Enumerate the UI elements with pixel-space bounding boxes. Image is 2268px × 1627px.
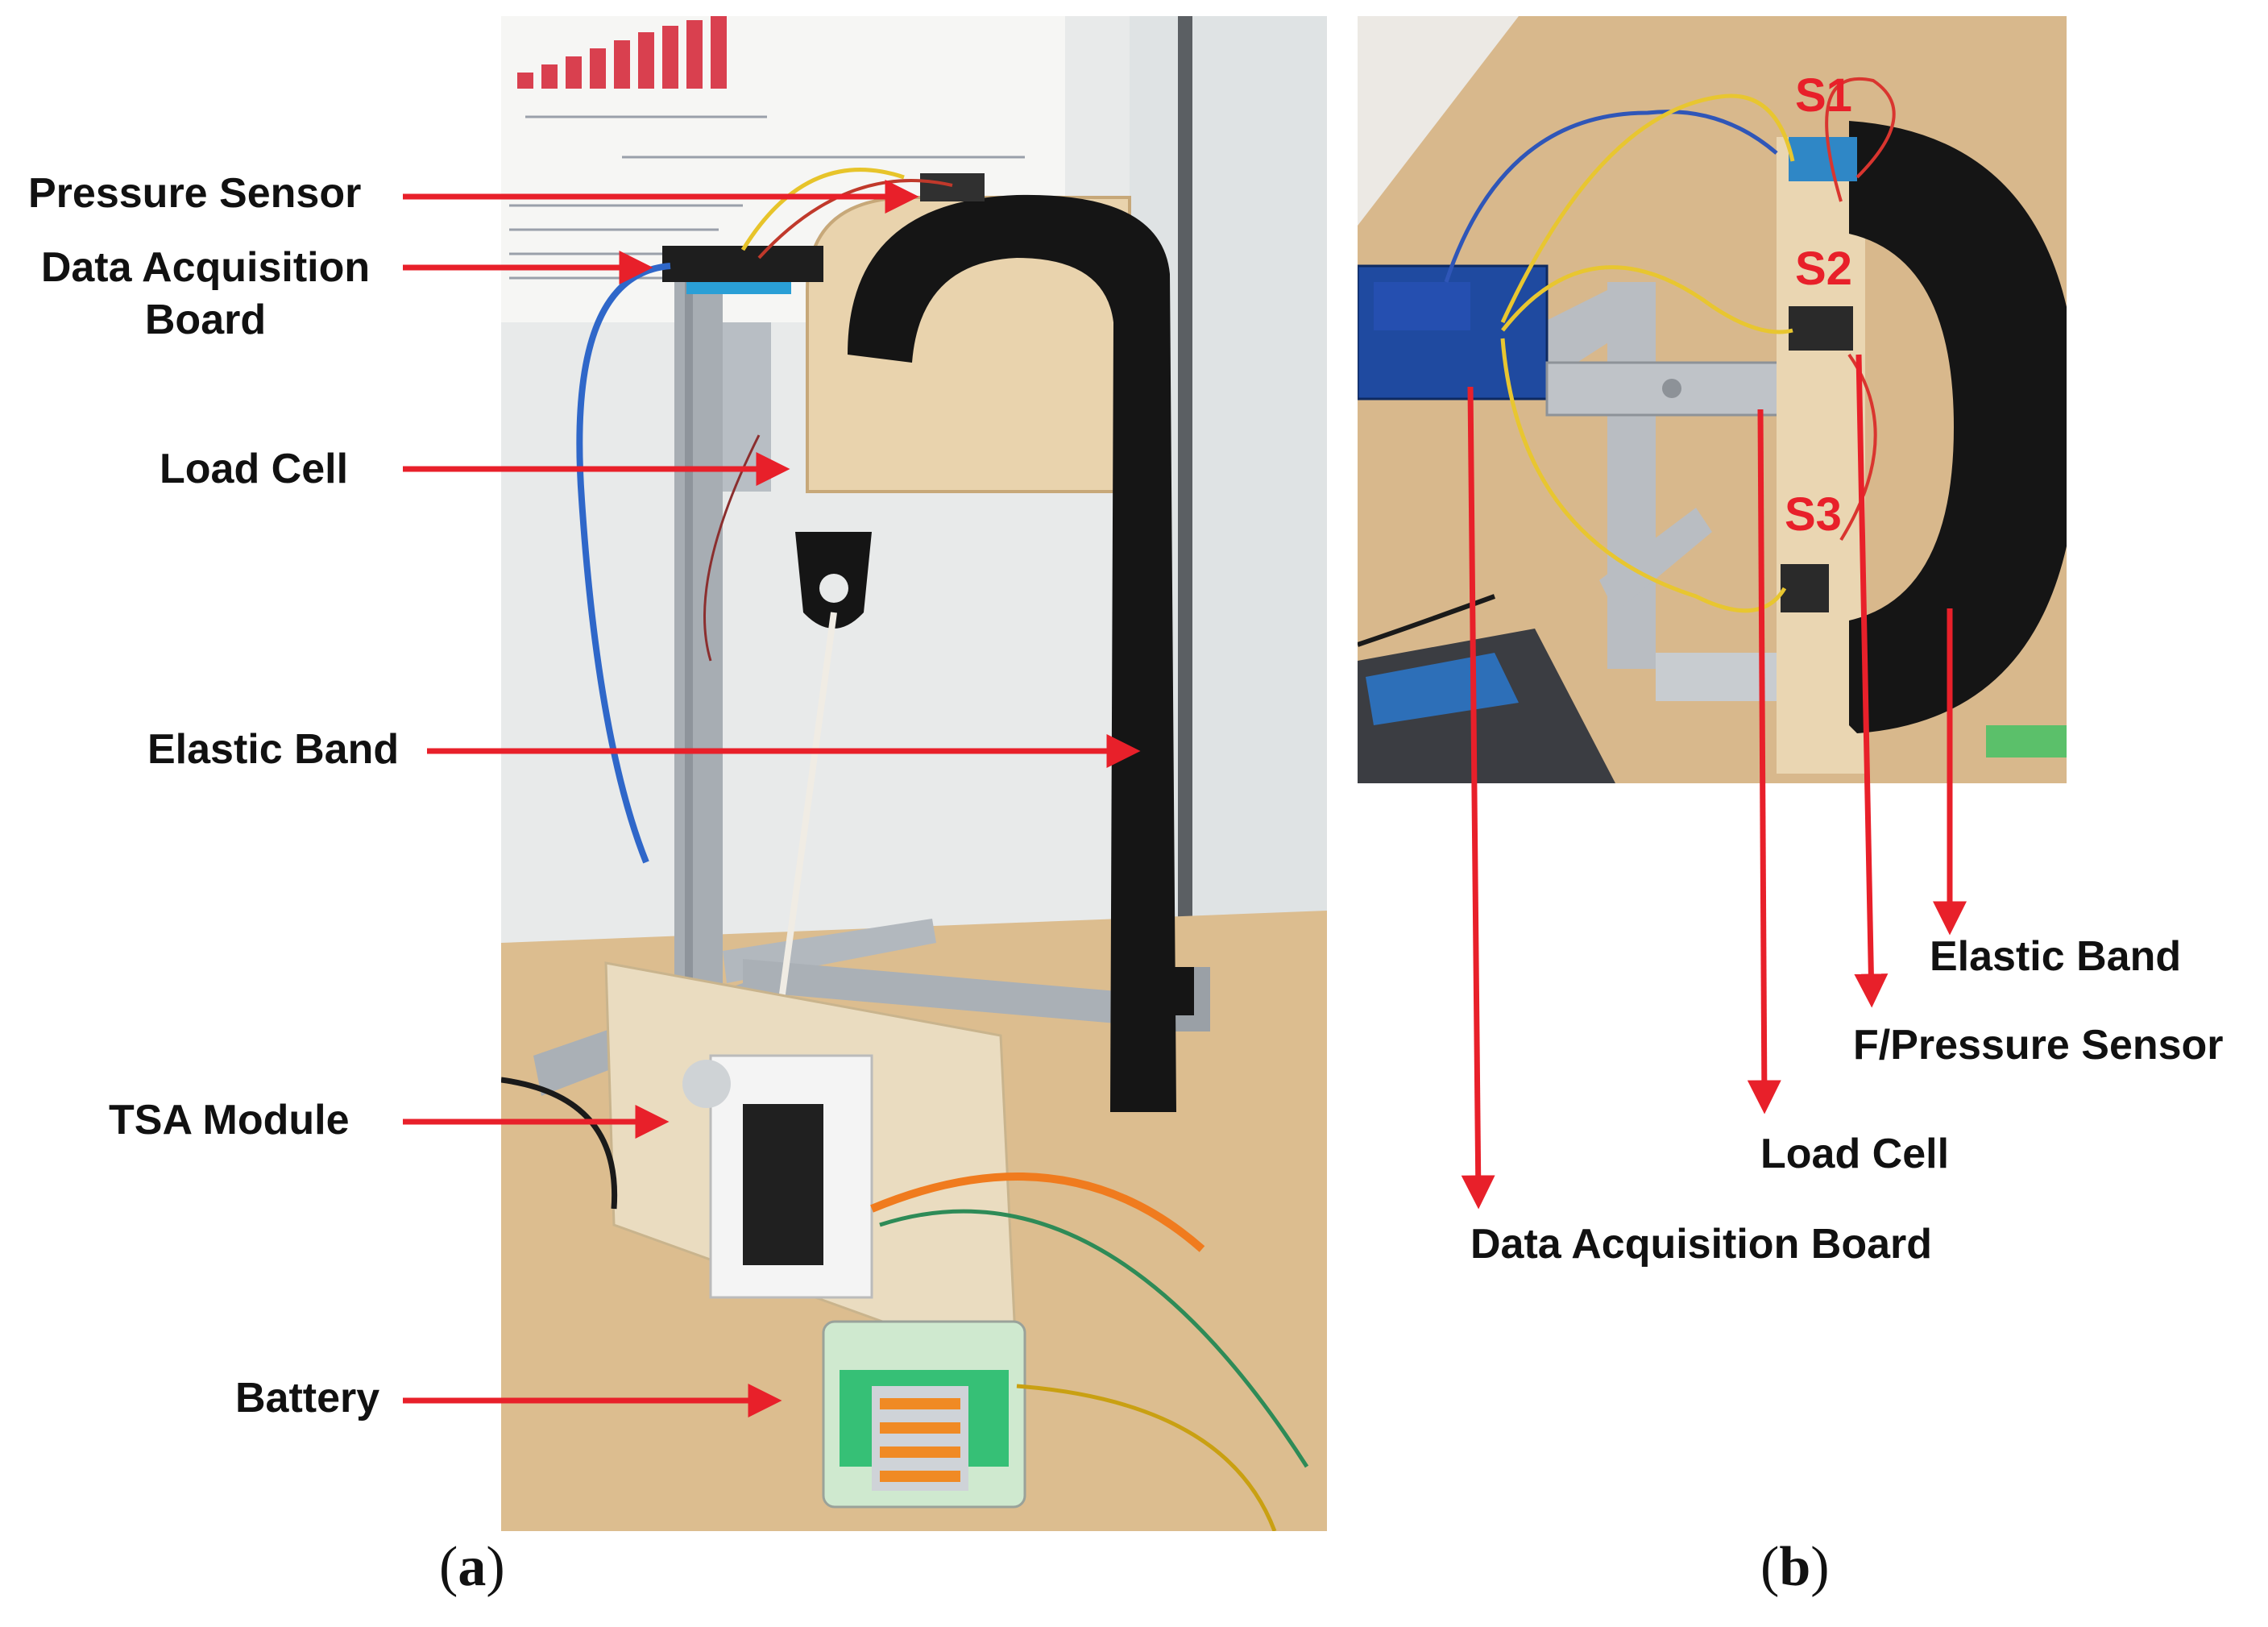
vertical-profile bbox=[674, 274, 723, 999]
label-b-f-pressure-sensor: F/Pressure Sensor bbox=[1853, 1022, 2224, 1069]
data-acquisition-board bbox=[662, 246, 823, 282]
caption-b-open: ( bbox=[1760, 1536, 1780, 1598]
sensor-s2 bbox=[1789, 306, 1853, 351]
base-profile-front bbox=[743, 959, 1210, 1031]
elastic-band bbox=[1849, 121, 2067, 733]
floor-corner bbox=[1358, 16, 1519, 226]
photo-b-test-rig-top-view: S1 S2 S3 bbox=[1358, 16, 2067, 783]
tsa-motor bbox=[743, 1104, 823, 1265]
usb-cable bbox=[576, 263, 671, 864]
elastic-band bbox=[848, 194, 1176, 1112]
sensor-tag-s2: S2 bbox=[1795, 243, 1852, 295]
label-b-data-acquisition-board: Data Acquisition Board bbox=[1470, 1221, 1933, 1268]
caption-b: (b) bbox=[1760, 1535, 1830, 1600]
caption-b-letter: b bbox=[1779, 1536, 1811, 1598]
label-b-elastic-band: Elastic Band bbox=[1930, 933, 2182, 980]
photo-a-illustration bbox=[501, 16, 1327, 1531]
caption-a: (a) bbox=[439, 1535, 505, 1600]
label-elastic-band: Elastic Band bbox=[147, 726, 400, 773]
battery-pack bbox=[1986, 725, 2067, 757]
label-data-acquisition-board: Data Acquisition Board bbox=[16, 242, 395, 347]
label-data-acquisition-line1: Data Acquisition bbox=[40, 244, 371, 291]
label-pressure-sensor: Pressure Sensor bbox=[28, 170, 362, 217]
label-data-acquisition-line2: Board bbox=[144, 297, 267, 343]
tendon-string bbox=[772, 612, 837, 1048]
sensor-tag-s1: S1 bbox=[1795, 69, 1852, 122]
photo-a-test-rig-side-view bbox=[501, 16, 1327, 1531]
sensor-tag-s3: S3 bbox=[1785, 488, 1842, 541]
caption-a-close: ) bbox=[486, 1536, 505, 1598]
caption-b-close: ) bbox=[1810, 1536, 1830, 1598]
load-cell-bracket bbox=[723, 322, 771, 492]
label-tsa-module: TSA Module bbox=[109, 1097, 350, 1143]
caption-a-open: ( bbox=[439, 1536, 458, 1598]
label-b-load-cell: Load Cell bbox=[1760, 1131, 1950, 1177]
sensor-s3 bbox=[1781, 564, 1829, 612]
sensor-s1 bbox=[1789, 137, 1857, 181]
pressure-sensor bbox=[920, 173, 985, 201]
poster-bar-chart bbox=[517, 16, 727, 89]
whiteboard-edge bbox=[1178, 16, 1192, 943]
label-load-cell: Load Cell bbox=[160, 446, 349, 492]
caption-a-letter: a bbox=[458, 1536, 487, 1598]
label-battery: Battery bbox=[235, 1375, 380, 1422]
photo-b-illustration bbox=[1358, 16, 2067, 783]
